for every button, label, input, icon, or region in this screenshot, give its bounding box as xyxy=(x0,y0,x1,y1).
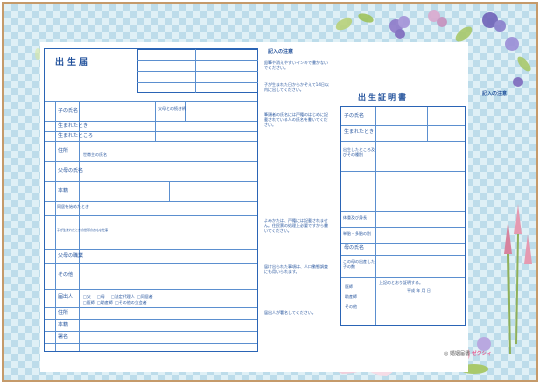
label-honseki: 本籍 xyxy=(58,188,69,194)
label-address: 住所 xyxy=(58,148,69,154)
brand-icon: ◎ xyxy=(444,351,449,357)
cert-label-multiple: 単胎・多胎の別 xyxy=(343,231,371,236)
cert-label-child-count: この母の出産した子の数 xyxy=(343,259,375,270)
cert-certify-text: 上記のとおり証明する。 xyxy=(379,280,423,285)
label-householder: 世帯主の氏名 xyxy=(83,152,107,157)
note-1: 鉛筆や消えやすいインキで書かないでください。 xyxy=(264,60,328,71)
cert-signer-other: その他 xyxy=(345,304,357,309)
brand-footer: ◎ 婚姻届書 ゼクシィ xyxy=(444,350,492,357)
cert-label-birth-place: 出生したところ及びその種別 xyxy=(343,147,375,158)
cert-label-child-name: 子の氏名 xyxy=(344,113,365,119)
note-3: 筆頭者の氏名には戸籍のはじめに記載されている人の氏名を書いてください。 xyxy=(264,112,328,128)
instructions-heading: 記入の注意 xyxy=(268,49,294,55)
label-household-work: 子が生まれたときの世帯のおもな仕事 xyxy=(57,228,109,232)
label-parents-job: 父母の職業 xyxy=(58,253,84,259)
label-signature: 署名 xyxy=(58,334,69,340)
label-birth-place: 生まれたところ xyxy=(58,133,94,139)
birth-notification-title: 出生届 xyxy=(55,58,92,68)
brand-name: 婚姻届書 xyxy=(449,351,470,357)
checkbox-other-attendant[interactable]: □その他の立会者 xyxy=(115,300,147,305)
label-parents-name: 父母の氏名 xyxy=(58,168,84,174)
instructions-column: 記入の注意 鉛筆や消えやすいインキで書かないでください。 子が生まれた日からかぞ… xyxy=(264,48,332,348)
cert-label-mother-name: 母の氏名 xyxy=(344,245,365,251)
cert-side-note: 記入の注意 xyxy=(482,91,508,97)
note-2: 子が生まれた日からかぞえて14日以内に出してください。 xyxy=(264,82,329,93)
checkbox-father[interactable]: □父 xyxy=(83,294,91,299)
checkbox-mother[interactable]: □母 xyxy=(97,294,105,299)
label-notifier: 届出人 xyxy=(58,294,74,300)
checkbox-guardian[interactable]: □法定代理人 xyxy=(111,294,135,299)
label-notifier-honseki: 本籍 xyxy=(58,322,69,328)
note-5: 届け出られた事項は、人口動態調査にも用いられます。 xyxy=(264,264,328,275)
birth-notification-form: 出生届 xyxy=(44,48,258,352)
birth-registration-sheet: 出生届 xyxy=(2,2,538,382)
label-cohabitation: 同居を始めたとき xyxy=(57,204,89,209)
brand-logo: ゼクシィ xyxy=(471,351,492,357)
checkbox-cohabitant[interactable]: □同居者 xyxy=(137,294,153,299)
label-other: その他 xyxy=(58,272,74,278)
cert-sign-date: 平成 年 月 日 xyxy=(407,288,431,293)
form-paper: 出生届 xyxy=(40,42,468,372)
flowers-top-decoration xyxy=(335,10,531,87)
label-relationship: 父母との続き柄 xyxy=(158,106,186,111)
cert-label-birth-time: 生まれたとき xyxy=(344,129,375,135)
cert-signer-doctor: 医師 xyxy=(345,284,353,289)
birth-certificate-form: 子の氏名 生まれたとき 出生したところ及びその種別 体重及び身長 単胎・多胎の別… xyxy=(340,106,466,326)
checkbox-doctor[interactable]: □医師 xyxy=(83,300,95,305)
label-child-name: 子の氏名 xyxy=(58,108,79,114)
birth-certificate-title: 出生証明書 xyxy=(358,93,408,102)
cert-signer-midwife: 助産師 xyxy=(345,294,357,299)
note-4: よみかたは、戸籍には記載されません。住民票の処理上必要ですから書いてください。 xyxy=(264,218,328,234)
note-6: 届出人が署名してください。 xyxy=(264,310,316,315)
label-birth-time: 生まれたとき xyxy=(58,123,89,129)
cert-label-weight: 体重及び身長 xyxy=(343,215,367,220)
label-notifier-address: 住所 xyxy=(58,310,69,316)
leaves-left-decoration xyxy=(35,48,41,60)
checkbox-midwife[interactable]: □助産師 xyxy=(97,300,113,305)
